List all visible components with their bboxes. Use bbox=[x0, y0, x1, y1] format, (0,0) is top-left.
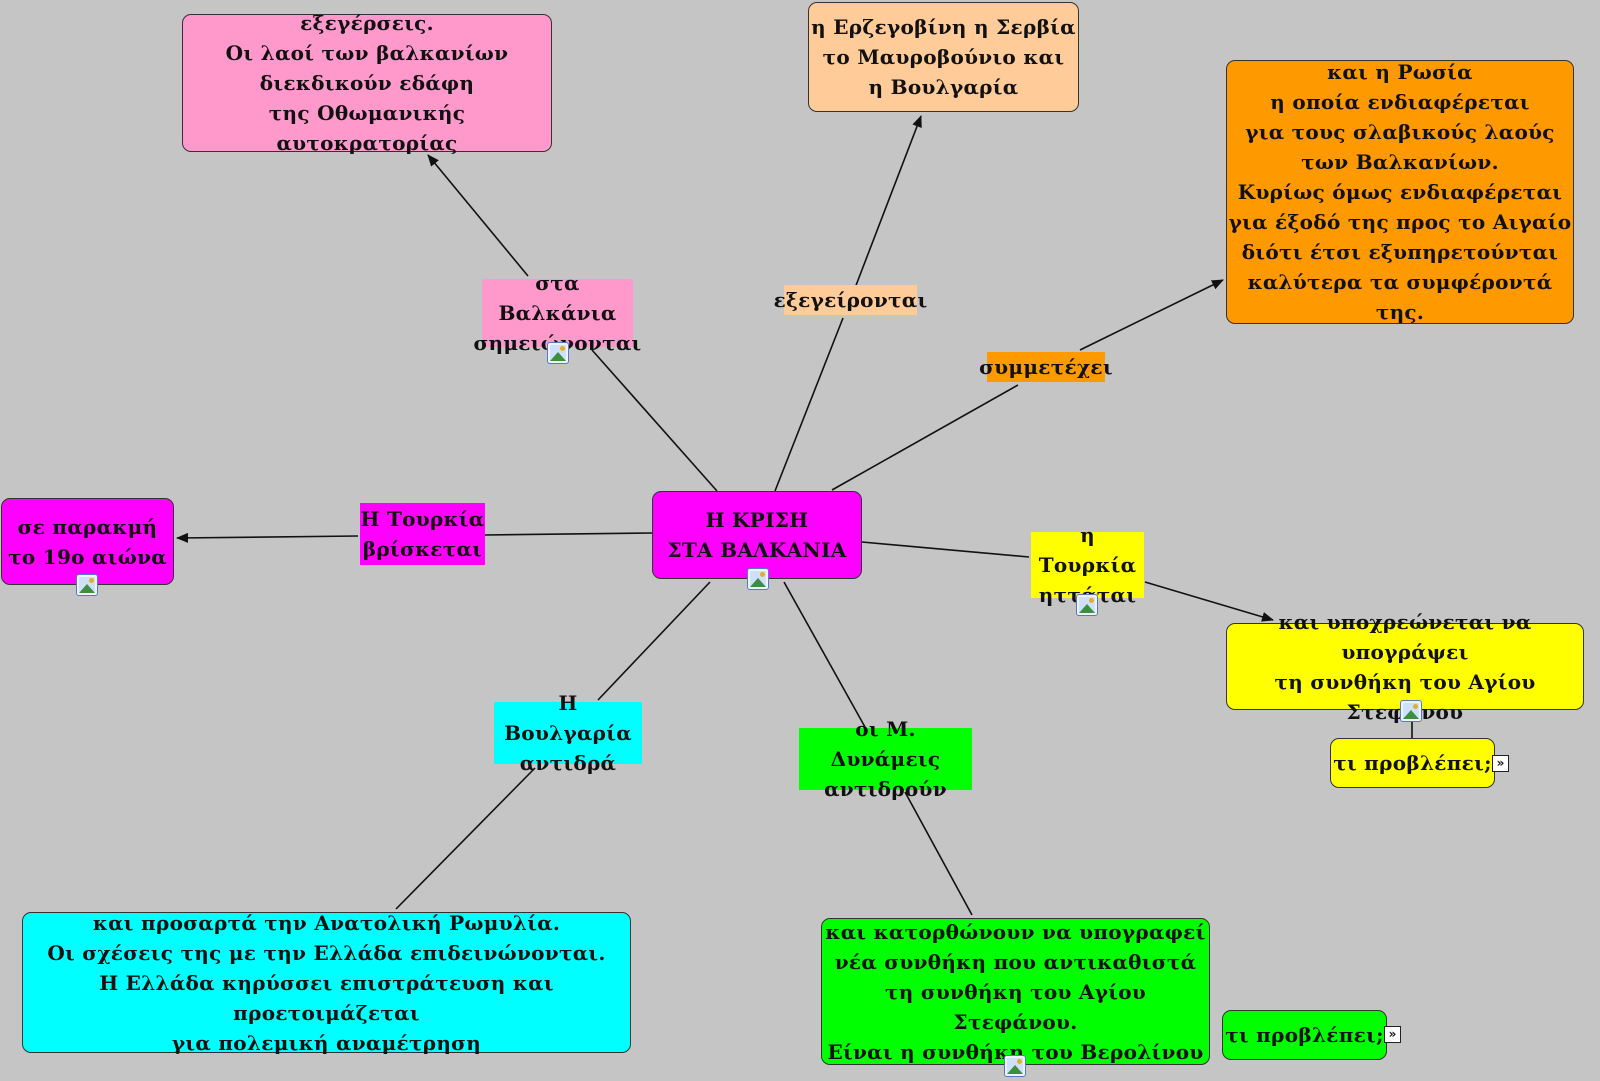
link-center-to-symmetechei bbox=[831, 384, 1019, 491]
linking-phrase-exegeirontai-text: εξεγείρονται bbox=[773, 288, 928, 312]
linking-phrase-dynameis-antidroun[interactable]: οι Μ. Δυνάμεις αντιδρούν bbox=[799, 717, 972, 801]
resource-image-icon[interactable] bbox=[1004, 1055, 1026, 1077]
expand-arrow-icon[interactable]: » bbox=[1492, 755, 1509, 772]
linking-phrase-tourkia-vrisketai[interactable]: Η Τουρκία βρίσκεται bbox=[360, 503, 485, 565]
concept-kratidia[interactable]: η Ερζεγοβίνη η Σερβία το Μαυροβούνιο και… bbox=[808, 2, 1079, 112]
linking-phrase-voulgaria-antidra[interactable]: Η Βουλγαρία αντιδρά bbox=[494, 691, 642, 775]
linking-phrase-symmetechei-text: συμμετέχει bbox=[979, 355, 1113, 379]
concept-ti-provlepei-1[interactable]: τι προβλέπει; bbox=[1330, 738, 1495, 788]
link-center-to-exegeirontai bbox=[774, 317, 844, 492]
concept-anatoliki-romylia[interactable]: και προσαρτά την Ανατολική Ρωμυλία. Οι σ… bbox=[22, 911, 631, 1055]
link-vrisketai-to-parakmi bbox=[176, 532, 359, 543]
linking-phrase-valkania[interactable]: στα Βαλκάνια σημειώνονται bbox=[473, 271, 641, 355]
link-valkania-to-exegerseis bbox=[427, 154, 529, 277]
resource-image-icon[interactable] bbox=[547, 342, 569, 364]
concept-anatoliki-romylia-text: και προσαρτά την Ανατολική Ρωμυλία. Οι σ… bbox=[47, 910, 606, 1055]
expand-arrow-icon[interactable]: » bbox=[1384, 1026, 1401, 1043]
concept-ti-provlepei-2[interactable]: τι προβλέπει; bbox=[1222, 1010, 1387, 1060]
link-center-to-dynameis bbox=[783, 581, 866, 728]
link-exegeirontai-to-kratidia bbox=[854, 115, 922, 289]
concept-exegerseis[interactable]: εξεγέρσεις. Οι λαοί των βαλκανίων διεκδι… bbox=[182, 11, 552, 155]
link-dynameis-to-verolinou bbox=[904, 791, 973, 916]
concept-synthiki-verolinou-text: και κατορθώνουν να υπογραφεί νέα συνθήκη… bbox=[825, 919, 1206, 1064]
concept-exegerseis-text: εξεγέρσεις. Οι λαοί των βαλκανίων διεκδι… bbox=[225, 11, 509, 155]
resource-image-icon[interactable] bbox=[1076, 594, 1098, 616]
linking-phrase-symmetechei[interactable]: συμμετέχει bbox=[979, 352, 1113, 382]
linking-phrase-tourkia-vrisketai-text: Η Τουρκία βρίσκεται bbox=[360, 507, 485, 561]
link-voulgaria-to-romylia bbox=[395, 767, 536, 910]
linking-phrase-dynameis-antidroun-text: οι Μ. Δυνάμεις αντιδρούν bbox=[824, 717, 947, 801]
central-concept[interactable]: Η ΚΡΙΣΗ ΣΤΑ ΒΑΛΚΑΝΙΑ bbox=[652, 491, 862, 579]
link-symmetechei-to-rosia bbox=[1079, 279, 1224, 351]
linking-phrase-tourkia-ittatai[interactable]: η Τουρκία ηττάται bbox=[1031, 523, 1144, 607]
concept-ti-provlepei-1-text: τι προβλέπει; bbox=[1333, 751, 1492, 775]
concept-parakmi-text: σε παρακμή το 19ο αιώνα bbox=[8, 514, 167, 569]
resource-image-icon[interactable] bbox=[76, 574, 98, 596]
link-center-to-vrisketai bbox=[484, 532, 653, 536]
concept-rosia-text: και η Ρωσία η οποία ενδιαφέρεται για του… bbox=[1228, 60, 1572, 324]
concept-parakmi[interactable]: σε παρακμή το 19ο αιώνα bbox=[1, 498, 174, 585]
link-center-to-voulgaria bbox=[597, 581, 711, 701]
resource-image-icon[interactable] bbox=[1400, 700, 1422, 722]
concept-kratidia-text: η Ερζεγοβίνη η Σερβία το Μαυροβούνιο και… bbox=[811, 15, 1076, 99]
link-ittatai-to-synthiki bbox=[1144, 581, 1274, 622]
concept-synthiki-agiou-stefanou[interactable]: και υποχρεώνεται να υπογράψει τη συνθήκη… bbox=[1226, 610, 1584, 724]
linking-phrase-exegeirontai[interactable]: εξεγείρονται bbox=[774, 285, 927, 315]
resource-image-icon[interactable] bbox=[747, 568, 769, 590]
link-center-to-ittatai bbox=[861, 541, 1030, 558]
concept-rosia[interactable]: και η Ρωσία η οποία ενδιαφέρεται για του… bbox=[1226, 60, 1574, 324]
concept-ti-provlepei-2-text: τι προβλέπει; bbox=[1225, 1023, 1384, 1047]
linking-phrase-voulgaria-antidra-text: Η Βουλγαρία αντιδρά bbox=[504, 691, 632, 775]
concept-synthiki-verolinou[interactable]: και κατορθώνουν να υπογραφεί νέα συνθήκη… bbox=[821, 918, 1210, 1065]
link-center-to-valkania bbox=[591, 349, 718, 492]
central-concept-text: Η ΚΡΙΣΗ ΣΤΑ ΒΑΛΚΑΝΙΑ bbox=[667, 508, 847, 562]
